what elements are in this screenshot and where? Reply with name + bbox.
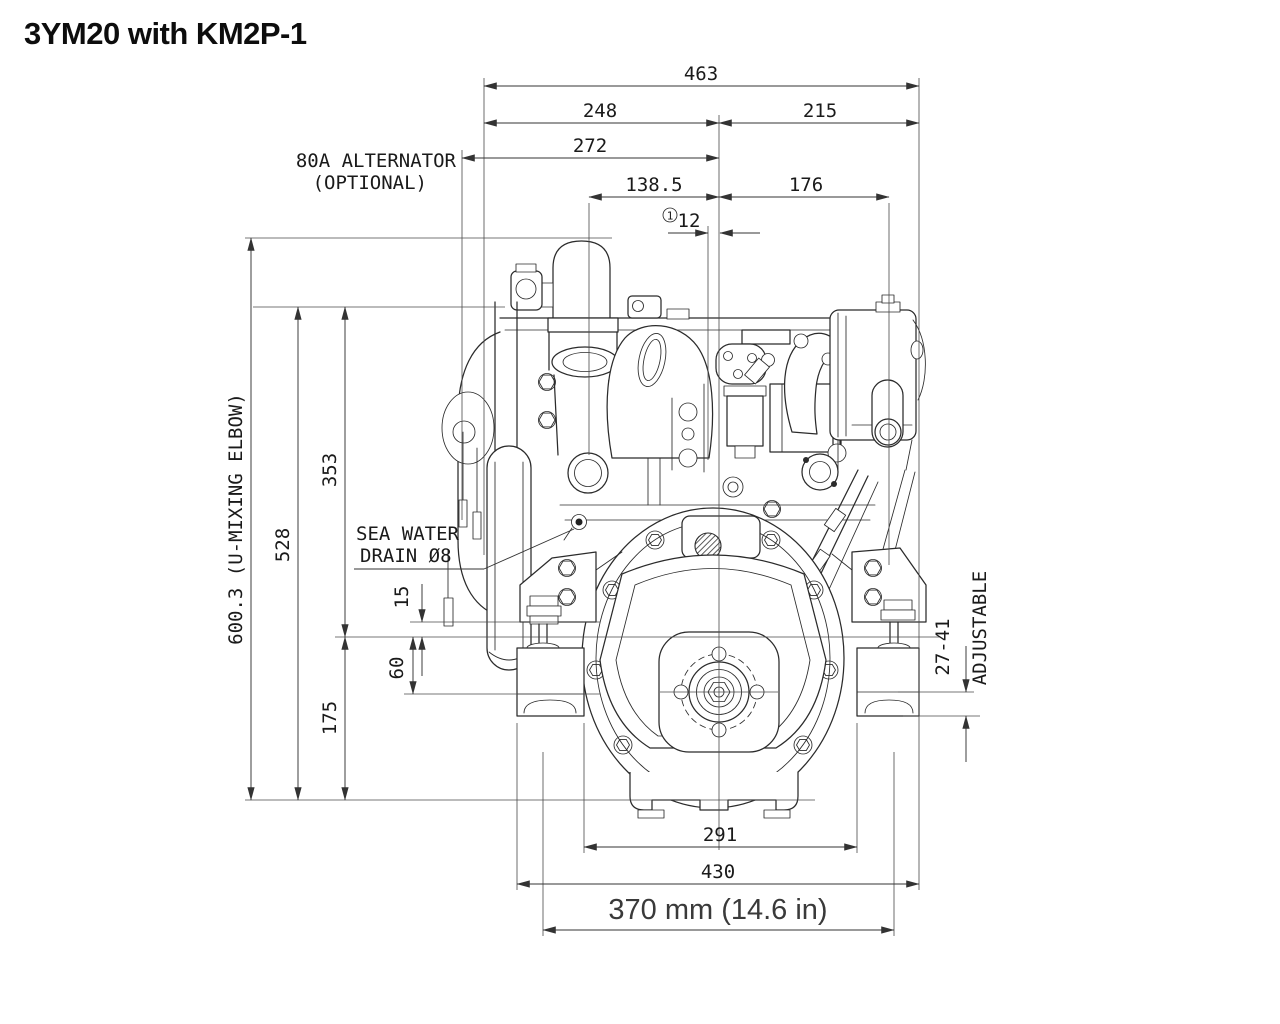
dim-463: 463 — [483, 63, 920, 90]
dim-176: 176 — [718, 174, 890, 201]
dim-272: 272 — [461, 135, 720, 162]
dim-215-value: 215 — [803, 100, 837, 122]
dim-430: 430 — [516, 861, 920, 888]
wiring-connectors — [443, 431, 482, 627]
extension-lines — [245, 78, 980, 936]
alternator-label-line1: 80A ALTERNATOR — [296, 150, 457, 172]
lifting-bracket — [606, 325, 714, 473]
dim-12: 12 1 — [662, 207, 760, 237]
dim-353: 353 — [319, 306, 349, 638]
dim-175-value: 175 — [319, 701, 341, 735]
sea-water-drain-callout: SEA WATER DRAIN Ø8 — [354, 523, 575, 570]
dim-12-value: 12 — [678, 210, 701, 232]
sea-water-leader-line — [483, 528, 575, 570]
expansion-tank — [829, 294, 926, 473]
fuel-system — [715, 329, 847, 518]
engine-line-art — [441, 240, 927, 819]
dim-15-value: 15 — [391, 586, 413, 609]
sea-water-label-line2: DRAIN Ø8 — [360, 545, 452, 567]
dim-248: 248 — [483, 100, 720, 127]
alternator-callout: 80A ALTERNATOR (OPTIONAL) — [296, 150, 457, 194]
dim-353-value: 353 — [319, 453, 341, 487]
alternator — [441, 391, 495, 465]
dim-138-5-value: 138.5 — [625, 174, 682, 196]
left-mount — [516, 551, 623, 717]
page-title: 3YM20 with KM2P-1 — [24, 16, 307, 51]
dim-248-value: 248 — [583, 100, 617, 122]
dim-175: 175 — [319, 636, 349, 801]
dim-600-3-value: 600.3 (U-MIXING ELBOW) — [225, 393, 247, 645]
dim-291: 291 — [583, 824, 858, 851]
alternator-label-line2: (OPTIONAL) — [313, 172, 427, 194]
adjustable-label: ADJUSTABLE — [969, 571, 991, 685]
thermostat-fitting — [510, 263, 543, 311]
dim-528-value: 528 — [272, 528, 294, 562]
dim-291-value: 291 — [703, 824, 737, 846]
dim-138-5: 138.5 — [588, 174, 720, 201]
mixing-elbow — [535, 240, 619, 494]
dim-176-value: 176 — [789, 174, 823, 196]
dim-600-3: 600.3 (U-MIXING ELBOW) — [225, 237, 255, 801]
dim-215: 215 — [718, 100, 920, 127]
sea-water-label-line1: SEA WATER — [356, 523, 460, 545]
dim-430-value: 430 — [701, 861, 735, 883]
dim-60-value: 60 — [386, 657, 408, 680]
dim-60: 60 — [386, 636, 417, 695]
reference-mark-number: 1 — [667, 210, 674, 223]
reference-mark-circle — [662, 207, 678, 223]
dim-272-value: 272 — [573, 135, 607, 157]
sea-water-drain-cock — [563, 514, 587, 541]
dim-15: 15 — [391, 584, 426, 676]
dim-528: 528 — [272, 306, 302, 801]
dim-27-41-value: 27-41 — [932, 618, 954, 675]
right-mount — [831, 547, 927, 717]
dim-27-41: 27-41 ADJUSTABLE — [932, 571, 991, 762]
dim-463-value: 463 — [684, 63, 718, 85]
dim-370-value: 370 mm (14.6 in) — [608, 894, 827, 926]
dim-370: 370 mm (14.6 in) — [542, 894, 895, 934]
